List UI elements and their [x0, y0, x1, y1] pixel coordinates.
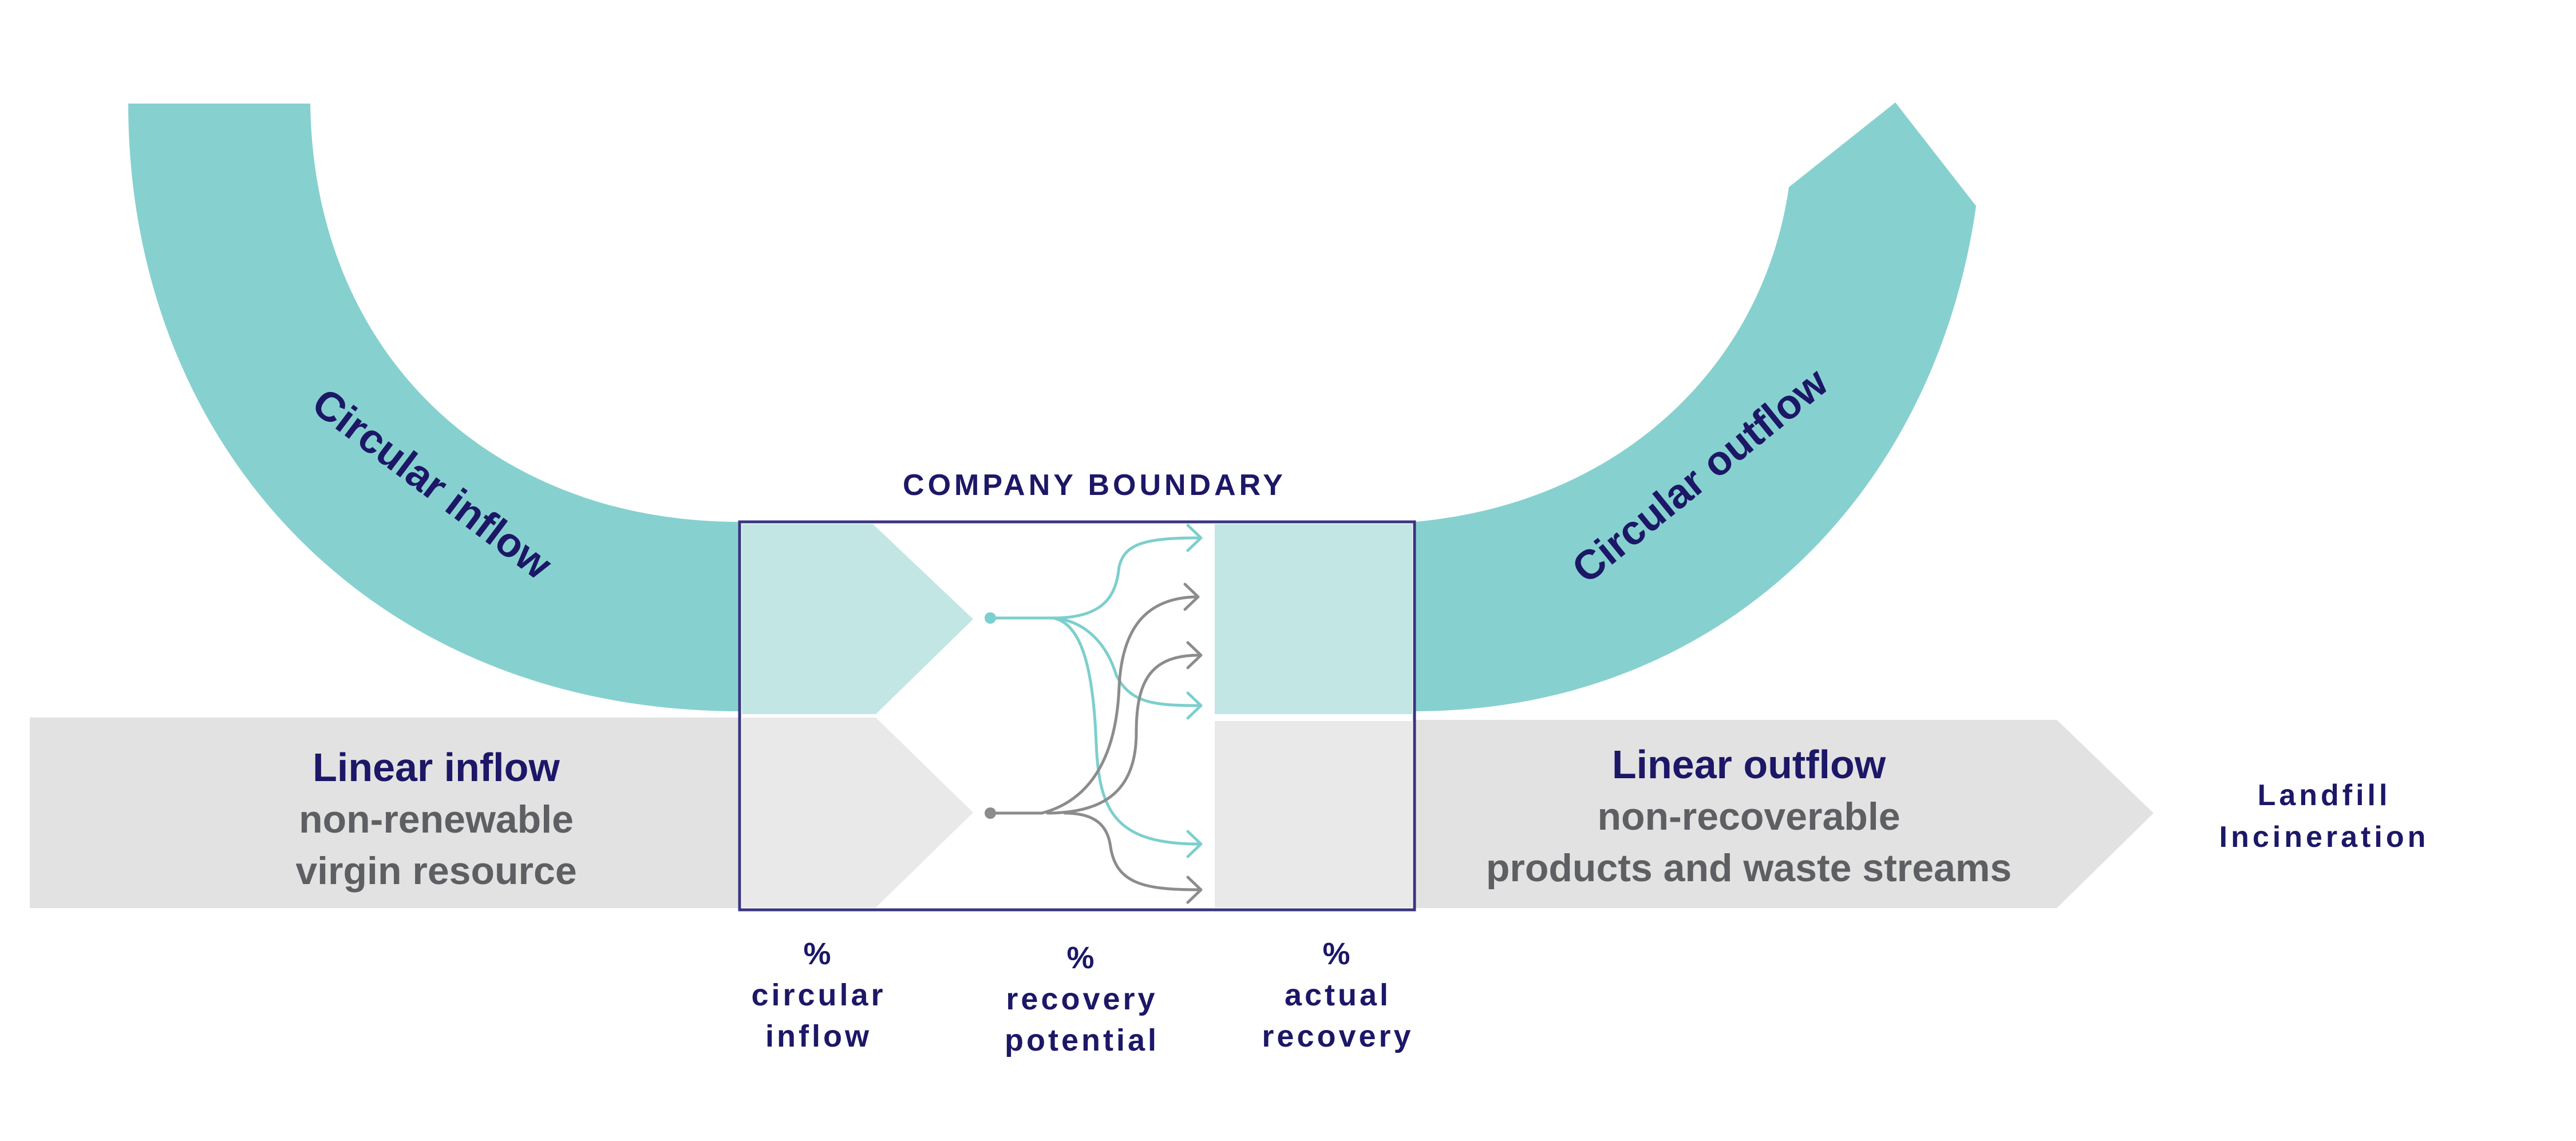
linear-inflow-title: Linear inflow [313, 745, 560, 790]
linear-outflow-line: non-recoverable [1597, 795, 1900, 838]
metric-symbol: % [1066, 941, 1097, 975]
linear-outflow-line: products and waste streams [1486, 846, 2012, 890]
circular-inflow-chevron [742, 524, 973, 714]
linear-outflow-title: Linear outflow [1612, 742, 1886, 787]
linear-outflow-block [1215, 721, 1412, 908]
linear-inflow-text: Linear inflow non-renewable virgin resou… [295, 745, 576, 893]
metric-actual-recovery: % actual recovery [1262, 937, 1413, 1053]
actual-recovery-block [1215, 524, 1412, 714]
metric-line: circular [751, 978, 886, 1012]
company-boundary-label: COMPANY BOUNDARY [903, 469, 1286, 502]
destination-landfill: Landfill [2258, 779, 2391, 812]
arrowhead-icon [1183, 583, 1200, 611]
metric-symbol: % [803, 937, 833, 971]
company-boundary-frame [738, 520, 1416, 912]
metric-symbol: % [1322, 937, 1353, 971]
flow-gray-to-second [1046, 653, 1201, 815]
metric-line: inflow [765, 1019, 872, 1053]
flow-teal-to-top [989, 536, 1201, 620]
flow-teal-to-lower [1052, 616, 1201, 846]
destinations: Landfill Incineration [2219, 779, 2429, 854]
arrowhead-icon [1186, 830, 1203, 858]
metric-line: recovery [1006, 982, 1157, 1016]
arrowhead-icon [1186, 641, 1203, 669]
linear-inflow-line: non-renewable [299, 798, 574, 841]
linear-outflow-arrow [1415, 720, 2154, 908]
metric-circular-inflow: % circular inflow [751, 937, 886, 1053]
flow-teal-to-mid [1052, 616, 1201, 707]
metric-line: recovery [1262, 1019, 1413, 1053]
flow-gray-to-bottom [1063, 811, 1201, 892]
metric-line: potential [1005, 1023, 1159, 1057]
linear-inflow-line: virgin resource [295, 849, 576, 893]
linear-outflow-text: Linear outflow non-recoverable products … [1486, 742, 2012, 890]
linear-inflow-band [30, 718, 740, 908]
arrowhead-icon [1186, 875, 1203, 904]
flow-lines [989, 536, 1201, 892]
metric-recovery-potential: % recovery potential [1005, 941, 1159, 1057]
arrowhead-icon [1186, 691, 1203, 720]
flow-gray-to-upper [989, 595, 1198, 815]
metric-line: actual [1285, 978, 1391, 1012]
destination-incineration: Incineration [2219, 821, 2429, 854]
teal-source-dot [985, 612, 996, 624]
linear-inflow-chevron [742, 718, 973, 908]
arrowhead-icon [1186, 524, 1203, 552]
circular-outflow-arc [1415, 102, 1976, 711]
circular-inflow-arc [128, 104, 740, 711]
gray-source-dot [985, 807, 996, 819]
